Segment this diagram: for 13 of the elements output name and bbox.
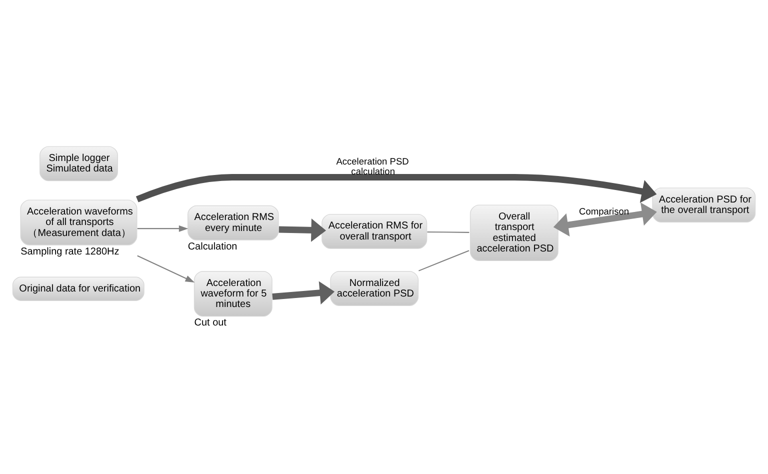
arrow — [137, 254, 195, 282]
node-label: Sampling rate 1280Hz — [20, 246, 120, 257]
connector — [427, 230, 470, 232]
edge-label: Acceleration PSD calculation — [336, 156, 409, 176]
arrow — [553, 202, 657, 236]
edge-label: Comparison — [579, 206, 630, 216]
node-label: Calculation — [188, 240, 238, 252]
connector — [418, 250, 470, 271]
arrow — [137, 224, 188, 232]
node-label: Cut out — [194, 317, 226, 328]
arrow — [278, 218, 326, 242]
arrow — [272, 280, 335, 304]
arrow — [136, 174, 657, 202]
